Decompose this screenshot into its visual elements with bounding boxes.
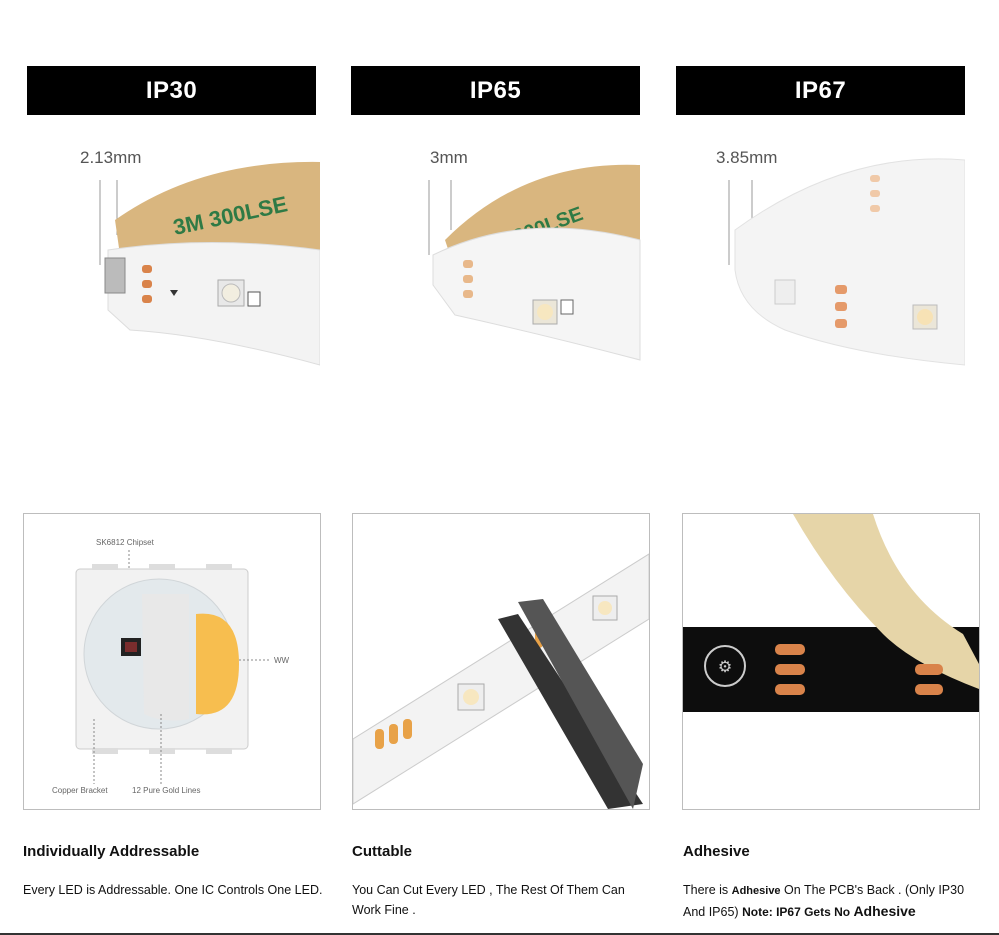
ww-label: WW (274, 656, 290, 665)
feature-title-addressable: Individually Addressable (23, 843, 200, 860)
feature-desc-cuttable: You Can Cut Every LED , The Rest Of Them… (352, 880, 652, 920)
ip67-thickness: 3.85mm (716, 148, 778, 167)
ip65-thickness: 3mm (430, 148, 468, 167)
adhesive-desc-part1: There is (683, 883, 732, 897)
copper-bracket-label: Copper Bracket (52, 786, 108, 795)
adhesive-desc-line2-part1: And IP65) (683, 905, 743, 919)
bottom-divider (0, 933, 999, 935)
chipset-diagram: SK6812 Chipset WW Copper Bracket 12 Pure… (52, 538, 290, 795)
cutting-strip-image (353, 553, 649, 809)
ip65-strip-image: 3M 300LSE (428, 164, 641, 361)
adhesive-strip-image: ⚙ (683, 514, 979, 712)
ip30-thickness: 2.13mm (80, 148, 142, 167)
cuttable-desc-line2: Work Fine . (352, 903, 416, 917)
feature-desc-adhesive: There is Adhesive On The PCB's Back . (O… (683, 880, 983, 922)
ip30-label: IP30 (145, 76, 198, 104)
adhesive-desc-line2: And IP65) Note: IP67 Gets No Adhesive (683, 901, 983, 922)
adhesive-note: Note: IP67 Gets No (742, 905, 854, 919)
svg-text:⚙: ⚙ (718, 659, 732, 676)
feature-title-cuttable: Cuttable (352, 843, 412, 860)
ip67-strip-image (728, 158, 965, 366)
cuttable-panel (352, 513, 650, 810)
ip65-header: IP65 (351, 66, 640, 115)
chipset-diagram-panel: SK6812 Chipset WW Copper Bracket 12 Pure… (23, 513, 321, 810)
addressable-desc-text: Every LED is Addressable. One IC Control… (23, 883, 323, 897)
ip65-label: IP65 (469, 76, 522, 104)
ip67-header: IP67 (676, 66, 965, 115)
cuttable-desc-line1: You Can Cut Every LED , The Rest Of Them… (352, 883, 625, 897)
feature-title-adhesive: Adhesive (683, 843, 750, 860)
ip30-header: IP30 (27, 66, 316, 115)
adhesive-desc-line1: There is Adhesive On The PCB's Back . (O… (683, 880, 983, 901)
adhesive-desc-bold2: Adhesive (853, 903, 916, 919)
adhesive-panel: ⚙ (682, 513, 980, 810)
ip30-strip-image: 3M 300LSE (99, 161, 320, 366)
ip67-label: IP67 (794, 76, 847, 104)
chipset-label: SK6812 Chipset (96, 538, 155, 547)
adhesive-desc-bold1: Adhesive (731, 885, 781, 897)
gold-lines-label: 12 Pure Gold Lines (132, 786, 201, 795)
feature-desc-addressable: Every LED is Addressable. One IC Control… (23, 880, 343, 900)
adhesive-desc-part2: On The PCB's Back . (Only IP30 (780, 883, 965, 897)
